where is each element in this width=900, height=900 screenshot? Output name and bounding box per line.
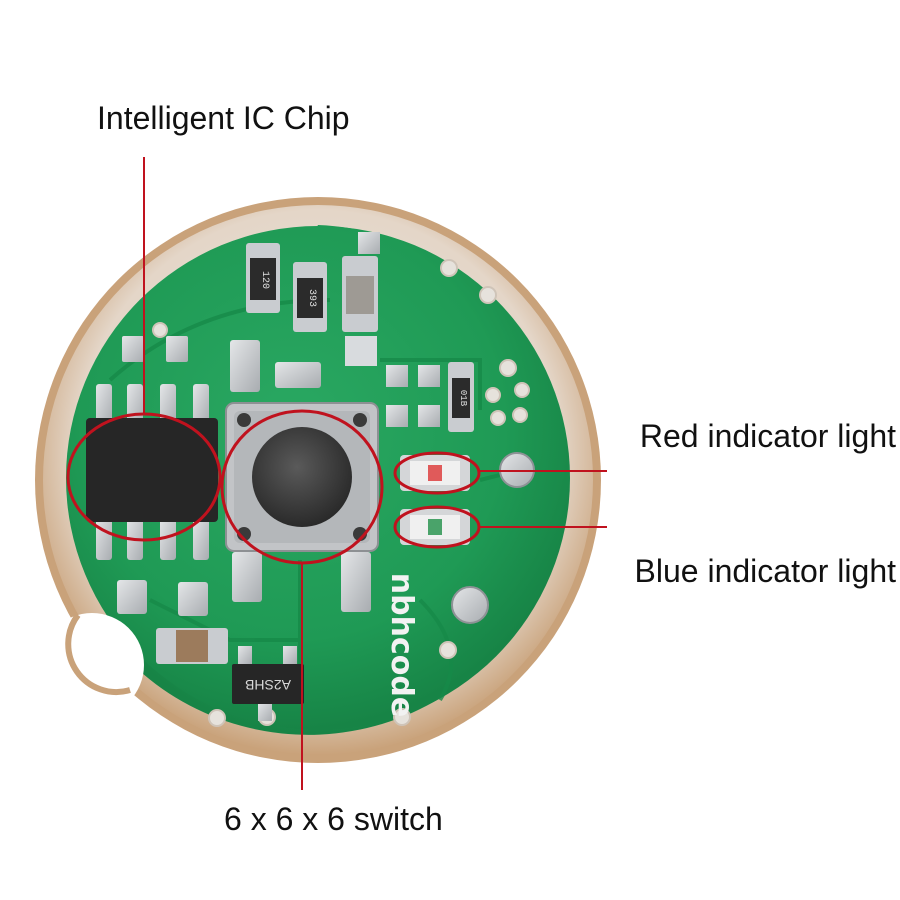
ic-chip-body [86, 418, 218, 522]
notch-rim [65, 613, 131, 695]
left-upper-pads [122, 336, 321, 392]
switch-corner [353, 413, 367, 427]
blue-led-label: Blue indicator light [634, 553, 896, 589]
right-upper-smd: 01B [386, 362, 474, 432]
ic-chip [86, 384, 218, 560]
lower-left-components [117, 580, 228, 664]
blue-led [400, 509, 470, 545]
switch-corner [237, 413, 251, 427]
resistor-3-marking: 01B [458, 390, 468, 407]
sot23-transistor: A2SHB [232, 646, 304, 721]
red-led-highlight [393, 451, 481, 495]
red-led [400, 455, 470, 491]
ic-chip-label: Intelligent IC Chip [97, 100, 350, 136]
red-led-label: Red indicator light [639, 418, 896, 454]
resistor-2-marking: 393 [306, 289, 317, 307]
pad-right-lower [451, 586, 489, 624]
chip-code-marking: A2SHB [245, 677, 291, 693]
brand-silkscreen: nbhcode [384, 573, 419, 717]
switch-label: 6 x 6 x 6 switch [224, 801, 443, 837]
board-notch-cut [40, 613, 144, 717]
pcb-board: 120 393 01B [35, 197, 601, 763]
resistor-1-marking: 120 [259, 271, 270, 289]
switch-button [252, 427, 352, 527]
switch-legs [232, 552, 371, 612]
top-components: 120 393 [246, 232, 380, 366]
callout-lines [143, 157, 607, 790]
